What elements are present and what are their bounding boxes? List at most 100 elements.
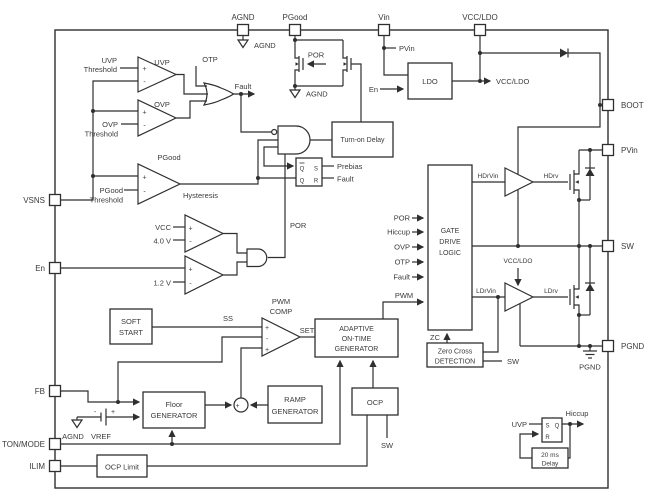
wire-vsns-bus [60,80,138,201]
pgood-thr-label-2: Threshold [90,196,123,205]
delay-label-2: Delay [542,461,559,468]
pin-label-en: En [35,264,45,273]
pwm-plus-top: + [265,325,269,332]
block-adaptive-on-time [314,318,399,358]
pin-en [48,261,62,275]
pwm-signal-label: PWM [395,291,413,300]
pin-boot [601,98,615,112]
ramp-label-1: RAMP [284,395,306,404]
pin-ilim [48,459,62,473]
por-line-label: POR [290,221,307,230]
pin-sw [601,239,615,253]
por-and-gate [246,248,268,268]
ovp-thr-label-2: Threshold [85,130,118,139]
prebias-label: Prebias [337,162,363,171]
block-ramp-generator [267,385,323,424]
pin-agnd [236,23,250,37]
pwm-comp-label-1: PWM [272,297,290,306]
gate-drive-label-1: GATE [441,228,460,235]
vcc-comp-minus: - [189,239,192,246]
block-ocp [351,387,399,416]
zero-cross-label-2: DETECTION [435,359,475,366]
zero-cross-label-1: Zero Cross [438,349,473,356]
ovp-thr-label-1: OVP [102,120,118,129]
set-label: SET [300,326,315,335]
pin-pgnd [601,339,615,353]
gd-in-ovp: OVP [394,243,410,252]
uvp-thr-label-1: UVP [102,56,117,65]
hdrvin-label: HDrVin [478,173,499,180]
uvp-thr-label-2: Threshold [84,65,117,74]
signal-labels: AGND AGND AGND VREF PGND POR POR PVin En… [62,41,601,450]
ldrv-label: LDrv [544,288,558,295]
sw-zc-label: SW [507,357,520,366]
pin-label-boot: BOOT [621,101,644,110]
agnd-symbol-label-top: AGND [254,41,276,50]
aot-label-1: ADAPTIVE [339,326,374,333]
aot-label-2: ON-TIME [342,336,372,343]
ovp-plus: + [142,110,146,117]
por-fet-label: POR [308,51,325,60]
battery-plus: + [111,409,115,416]
pin-vin [377,23,391,37]
gd-in-por: POR [394,214,411,223]
ovp-comp-label: OVP [154,100,170,109]
soft-start-label-1: SOFT [121,317,141,326]
agnd-symbol-label-pgoodfet: AGND [306,90,328,99]
ls-body-diode-icon [585,283,595,291]
pin-fb [48,384,62,398]
block-ocp-limit [96,454,148,478]
logic-gates [137,56,311,357]
en-comp-plus: + [188,267,192,274]
block-turn-on-delay [331,121,394,158]
vccldo-out-label: VCC/LDO [496,77,530,86]
pgood-fet2-arrow-icon [343,62,347,66]
soft-start-label-2: START [119,328,143,337]
ldrvin-label: LDrVin [476,288,496,295]
block-20ms-delay [531,447,569,469]
agnd-symbol-label-vref: AGND [62,432,84,441]
vccldo-ldrv-label: VCC/LDO [504,258,533,265]
block-ldo-label: LDO [422,77,438,86]
pgood-comp-label: PGood [157,153,180,162]
sum-node-plus: + [235,403,239,410]
4v-ref-label: 4.0 V [153,237,171,246]
latch-qb-label: Q [300,167,305,173]
gate-drive-label-2: DRIVE [439,239,461,246]
pin-vsns [48,193,62,207]
1v2-ref-label: 1.2 V [153,279,171,288]
floor-label-2: GENERATOR [151,411,198,420]
ss-label: SS [223,314,233,323]
hiccup-s-label: S [545,424,549,430]
block-gate-drive-logic [427,164,473,331]
vcc-ref-label: VCC [155,223,171,232]
uvp-plus: + [142,66,146,73]
pin-vccldo [473,23,487,37]
block-hiccup-latch [541,417,563,443]
block-zero-cross [426,342,484,368]
pin-label-fb: FB [35,387,45,396]
gd-in-fault: Fault [393,273,411,282]
hdrv-label: HDrv [544,173,560,180]
pvin-tap-label: PVin [399,44,415,53]
ovp-minus: - [143,123,146,130]
aot-label-3: GENERATOR [335,346,379,353]
ramp-label-2: GENERATOR [272,407,319,416]
block-ldo [407,62,453,100]
otp-label: OTP [202,55,217,64]
solid-glyphs [295,48,595,299]
fault-or-label: Fault [235,82,253,91]
block-soft-start [109,308,153,345]
uvp-comp-label: UVP [154,58,169,67]
pgood-thr-label-1: PGood [100,186,123,195]
block-turn-on-delay-label: Turn-on Delay [340,137,385,144]
and-inverted-input-bubble [271,128,278,136]
pin-label-pvin: PVin [621,146,638,155]
vcc-comp-plus: + [188,226,192,233]
latch-r-label: R [314,179,319,185]
hs-body-diode-icon [585,168,595,176]
pin-label-agnd: AGND [231,13,254,22]
pgood-plus: + [142,175,146,182]
floor-label-1: Floor [165,400,183,409]
sw-ocp-label: SW [381,441,394,450]
